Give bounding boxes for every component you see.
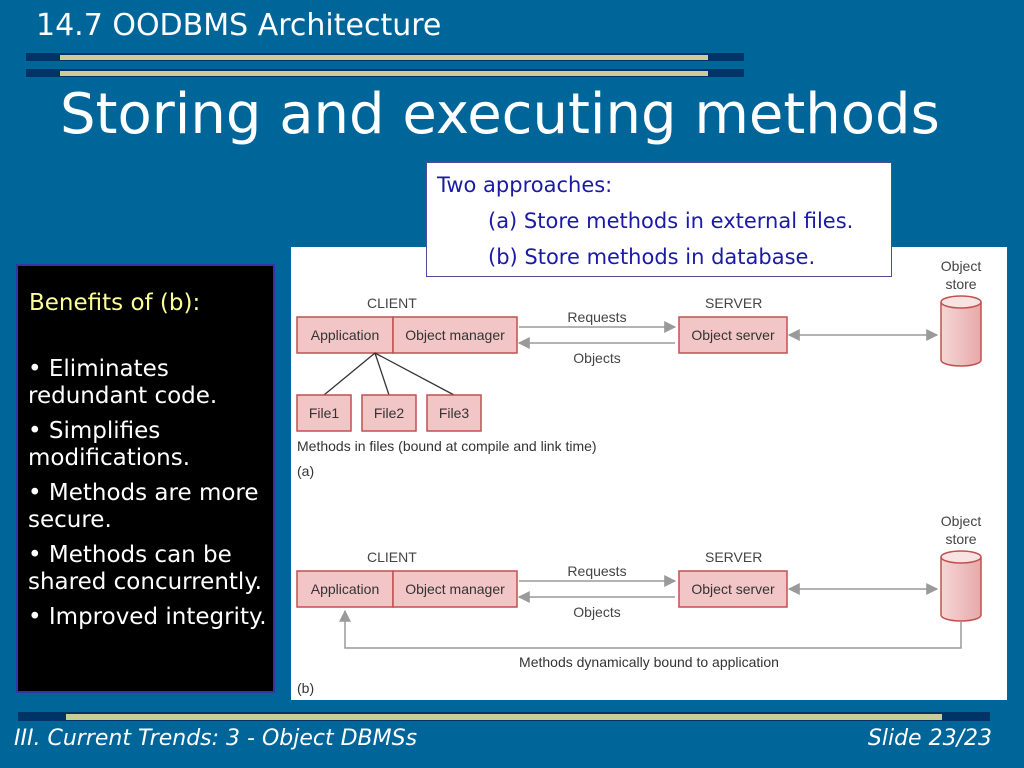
benefits-list: • Eliminates redundant code. • Simplifie…	[28, 356, 268, 639]
b-objects-text: Objects	[573, 604, 620, 620]
a-object-manager-box	[392, 316, 518, 354]
b-bound-caption: Methods dynamically bound to application	[519, 654, 779, 670]
benefit-item: • Eliminates redundant code.	[28, 356, 218, 409]
a-object-server-text: Object server	[691, 327, 775, 343]
a-file2-text: File2	[374, 405, 405, 421]
a-application-text: Application	[311, 327, 380, 343]
header-bar-light-top	[60, 55, 708, 60]
b-client-label: CLIENT	[367, 549, 417, 565]
a-part-label: (a)	[297, 463, 314, 479]
b-object-manager-box	[392, 570, 518, 608]
b-application-text: Application	[311, 581, 380, 597]
b-requests-text: Requests	[567, 563, 626, 579]
a-file2-box	[361, 394, 417, 432]
b-object-server-text: Object server	[691, 581, 775, 597]
footer-course-label: III. Current Trends: 3 - Object DBMSs	[14, 726, 418, 751]
section-title: 14.7 OODBMS Architecture	[36, 8, 442, 43]
a-object-store-cylinder	[940, 295, 982, 367]
benefits-box: Benefits of (b): • Eliminates redundant …	[16, 264, 275, 693]
a-requests-text: Requests	[567, 309, 626, 325]
header-bar-light-bottom	[60, 71, 708, 76]
a-server-label: SERVER	[705, 295, 762, 311]
b-application-box	[296, 570, 394, 608]
a-object-manager-text: Object manager	[405, 327, 505, 343]
benefit-item: • Methods can be shared concurrently.	[28, 542, 262, 595]
b-server-label: SERVER	[705, 549, 762, 565]
benefit-item: • Methods are more secure.	[28, 480, 259, 533]
a-store-label-1: Object	[941, 258, 982, 274]
a-object-server-box	[678, 316, 788, 354]
benefit-item: • Improved integrity.	[28, 604, 267, 630]
b-object-manager-text: Object manager	[405, 581, 505, 597]
a-application-box	[296, 316, 394, 354]
approach-a: (a) Store methods in external files.	[488, 209, 854, 233]
slide-title: Storing and executing methods	[60, 82, 940, 147]
approaches-heading: Two approaches:	[437, 173, 613, 197]
approach-b: (b) Store methods in database.	[488, 245, 816, 269]
b-store-label-1: Object	[941, 513, 982, 529]
b-store-label-2: store	[945, 531, 976, 547]
footer-bar-light	[66, 714, 942, 720]
a-file1-text: File1	[309, 405, 340, 421]
a-caption: Methods in files (bound at compile and l…	[297, 438, 597, 454]
a-file1-box	[296, 394, 352, 432]
benefit-item: • Simplifies modifications.	[28, 418, 191, 471]
b-part-label: (b)	[297, 680, 314, 696]
a-file3-text: File3	[439, 405, 470, 421]
a-client-label: CLIENT	[367, 295, 417, 311]
b-dynamic-binding-arrow	[339, 609, 962, 649]
b-object-store-cylinder	[940, 550, 982, 622]
diagram-panel: CLIENT SERVER Object store Application O…	[291, 247, 1007, 700]
architecture-diagram: CLIENT SERVER Object store Application O…	[296, 258, 982, 696]
benefits-heading: Benefits of (b):	[29, 290, 201, 316]
b-object-server-box	[678, 570, 788, 608]
a-store-label-2: store	[945, 276, 976, 292]
a-file3-box	[426, 394, 482, 432]
a-file-tree-lines	[323, 352, 455, 396]
approaches-box: Two approaches: (a) Store methods in ext…	[426, 162, 892, 277]
a-objects-text: Objects	[573, 350, 620, 366]
footer-slide-number: Slide 23/23	[867, 726, 992, 751]
